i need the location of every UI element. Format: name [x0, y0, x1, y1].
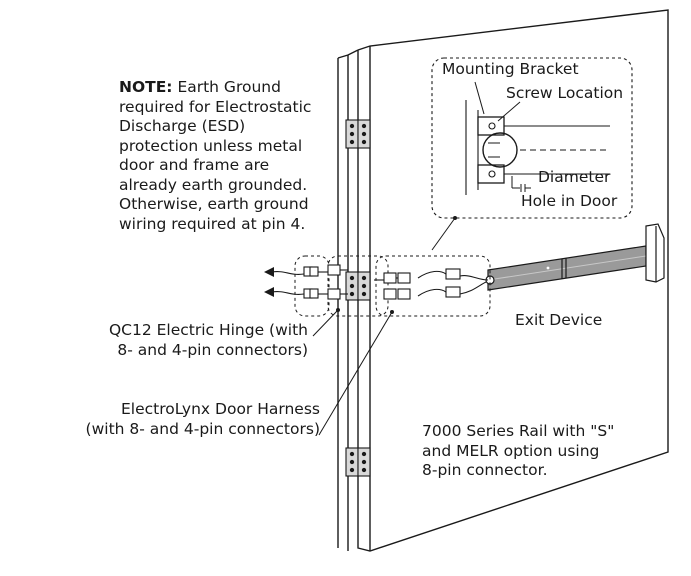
note-line: wiring required at pin 4.	[119, 214, 306, 233]
electric-hinge-label-line: 8- and 4-pin connectors)	[117, 340, 308, 359]
connector-blocks	[303, 264, 461, 300]
note-line: required for Electrostatic	[119, 97, 312, 116]
leader-lines	[312, 217, 456, 436]
exit-device-rail	[485, 223, 665, 291]
diameter-label: Diameter	[538, 168, 611, 186]
note-line: Discharge (ESD)	[119, 117, 246, 135]
door-harness-label-line: (with 8- and 4-pin connectors)	[85, 419, 320, 438]
mounting-detail-callout	[431, 57, 633, 219]
note-line: Earth Ground	[172, 78, 281, 96]
esd-note: NOTE: Earth Ground required for Electros…	[119, 78, 311, 234]
rail-description-line: 8-pin connector.	[422, 461, 548, 479]
hinge-bottom	[345, 447, 371, 477]
connector-callouts	[294, 255, 491, 317]
door-harness-label: ElectroLynx Door Harness (with 8- and 4-…	[86, 400, 320, 439]
rail-description-label: 7000 Series Rail with "S" and MELR optio…	[422, 422, 614, 481]
rail-description-line: and MELR option using	[422, 441, 600, 460]
wire-end-arrows	[264, 267, 274, 297]
note-heading: NOTE:	[119, 78, 173, 96]
wiring	[271, 269, 489, 297]
electric-hinge-label: QC12 Electric Hinge (with 8- and 4-pin c…	[109, 321, 308, 360]
note-line: Otherwise, earth ground	[119, 195, 309, 213]
leader-dots	[336, 216, 457, 314]
hinge-middle	[345, 271, 371, 301]
note-line: already earth grounded.	[119, 175, 308, 194]
mounting-bracket-label: Mounting Bracket	[442, 60, 579, 78]
hinge-top	[345, 119, 371, 149]
rail-description-line: 7000 Series Rail with "S"	[422, 422, 615, 440]
note-line: protection unless metal	[119, 136, 303, 155]
screw-location-label: Screw Location	[506, 84, 624, 102]
hole-in-door-label: Hole in Door	[521, 192, 618, 210]
exit-device-label: Exit Device	[515, 311, 603, 329]
note-line: door and frame are	[119, 156, 270, 174]
door-harness-label-line: ElectroLynx Door Harness	[120, 400, 320, 418]
electric-hinge-label-line: QC12 Electric Hinge (with	[108, 321, 308, 339]
